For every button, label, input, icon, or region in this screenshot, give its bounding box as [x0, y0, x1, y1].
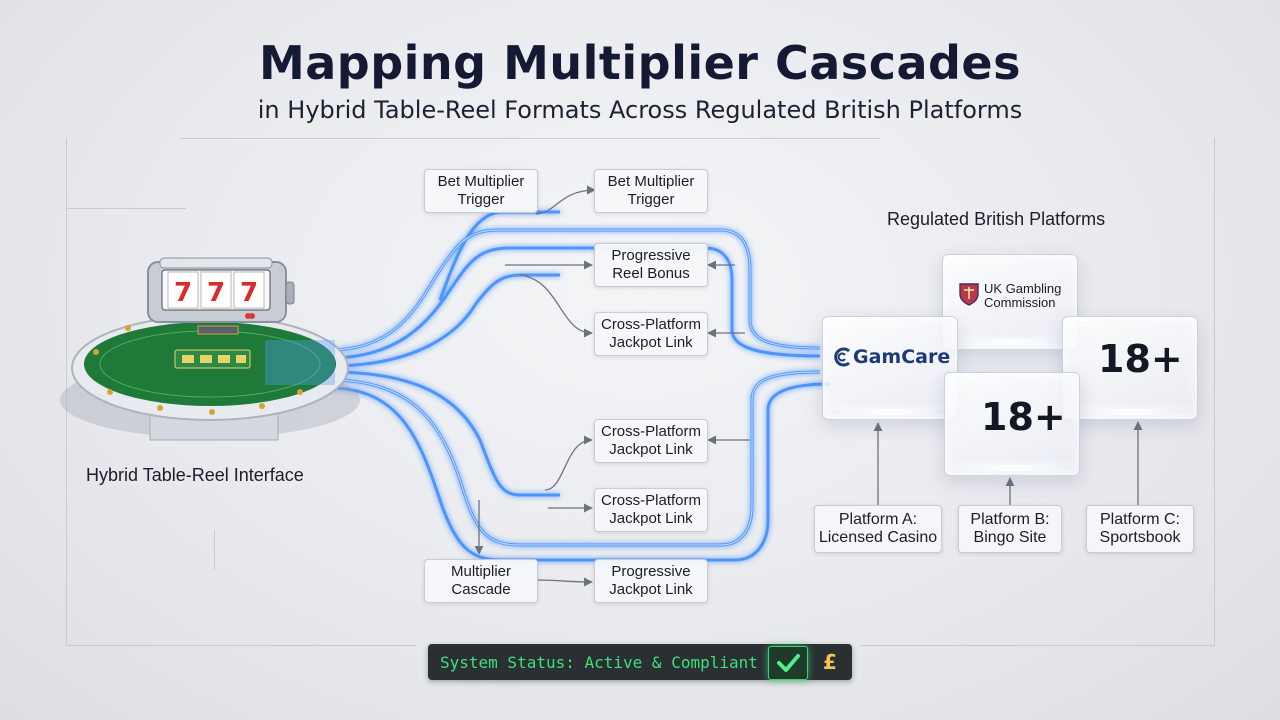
node-bet-trigger-left[interactable]: Bet Multiplier Trigger — [424, 169, 538, 213]
slot-tray — [197, 325, 239, 335]
age-card-center — [944, 372, 1080, 476]
age-badge-right: 18+ — [1098, 337, 1183, 381]
system-status-bar: System Status: Active & Compliant £ — [428, 644, 852, 680]
page-subtitle: in Hybrid Table-Reel Formats Across Regu… — [257, 96, 1023, 124]
ukgc-crest-icon — [959, 283, 979, 306]
frame-line-left-inner — [214, 530, 215, 570]
platform-c-label[interactable]: Platform C: Sportsbook — [1086, 505, 1194, 553]
wire-upper-2 — [329, 246, 821, 360]
reel-symbol-3: 7 — [240, 278, 258, 308]
slot-top — [159, 257, 273, 269]
gamcare-card — [822, 316, 958, 420]
node-connectors — [474, 185, 1143, 587]
table-center-panel — [174, 349, 251, 369]
wire-glow-core — [329, 229, 821, 546]
gamcare-icon — [834, 347, 850, 367]
hybrid-table-illustration: 7 7 7 — [60, 257, 360, 441]
reel-symbol-2: 7 — [207, 278, 225, 308]
node-multiplier-cascade[interactable]: Multiplier Cascade — [424, 559, 538, 603]
reel-3 — [233, 271, 265, 309]
frame-line-bottom — [66, 645, 416, 646]
arrow-to-cross-2 — [544, 435, 593, 491]
arrow-to-cross-1 — [519, 274, 593, 338]
arrow-to-progressive — [535, 577, 593, 587]
arrow-bet-trigger — [535, 185, 596, 215]
node-cross-platform-3[interactable]: Cross-Platform Jackpot Link — [594, 488, 708, 532]
platforms-heading: Regulated British Platforms — [887, 209, 1106, 229]
pound-currency-icon: £ — [823, 650, 837, 674]
age-badge-center: 18+ — [981, 395, 1066, 439]
node-progressive-reel-bonus[interactable]: Progressive Reel Bonus — [594, 243, 708, 287]
frame-line-left-top — [66, 208, 186, 209]
wire-lower-1 — [329, 370, 560, 497]
age-card-right — [1062, 316, 1198, 420]
reel-2 — [200, 271, 232, 309]
wire-upper-4 — [438, 210, 560, 301]
platform-b-label[interactable]: Platform B: Bingo Site — [958, 505, 1062, 553]
node-progressive-jackpot[interactable]: Progressive Jackpot Link — [594, 559, 708, 603]
platform-a-label[interactable]: Platform A: Licensed Casino — [814, 505, 942, 553]
checkmark-icon — [768, 646, 808, 680]
wire-lower-3 — [329, 382, 831, 562]
ukgc-label: UK Gambling Commission — [984, 281, 1062, 310]
hybrid-interface-label: Hybrid Table-Reel Interface — [86, 465, 304, 485]
frame-line-right — [1214, 138, 1215, 646]
frame-line-bottom-right — [860, 645, 1214, 646]
node-bet-trigger-right[interactable]: Bet Multiplier Trigger — [594, 169, 708, 213]
slot-handle — [285, 281, 295, 305]
gamcare-label: GamCare — [853, 346, 951, 368]
wire-upper-3 — [329, 273, 560, 368]
status-text: System Status: Active & Compliant — [440, 653, 758, 672]
node-cross-platform-2[interactable]: Cross-Platform Jackpot Link — [594, 419, 708, 463]
page-title: Mapping Multiplier Cascades — [258, 36, 1022, 90]
reel-symbol-1: 7 — [174, 278, 192, 308]
frame-line-top — [180, 138, 880, 139]
frame-line-left — [66, 138, 67, 646]
node-cross-platform-1[interactable]: Cross-Platform Jackpot Link — [594, 312, 708, 356]
reel-1 — [167, 271, 199, 309]
